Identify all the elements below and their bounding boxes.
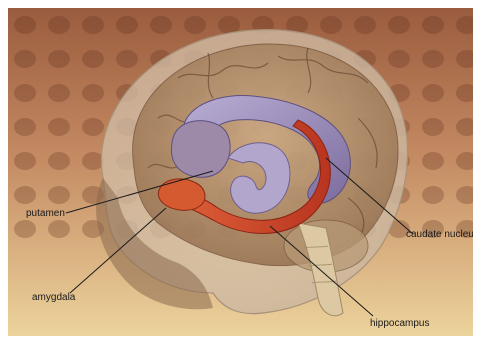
label-hippocampus: hippocampus	[370, 318, 429, 329]
putamen	[171, 121, 230, 178]
brain-illustration: putamen amygdala caudate nucleus hippoca…	[8, 8, 473, 336]
brain-diagram: putamen amygdala caudate nucleus hippoca…	[8, 8, 473, 336]
label-caudate-nucleus: caudate nucleus	[406, 229, 473, 240]
label-amygdala: amygdala	[32, 292, 76, 303]
label-putamen: putamen	[26, 208, 65, 219]
